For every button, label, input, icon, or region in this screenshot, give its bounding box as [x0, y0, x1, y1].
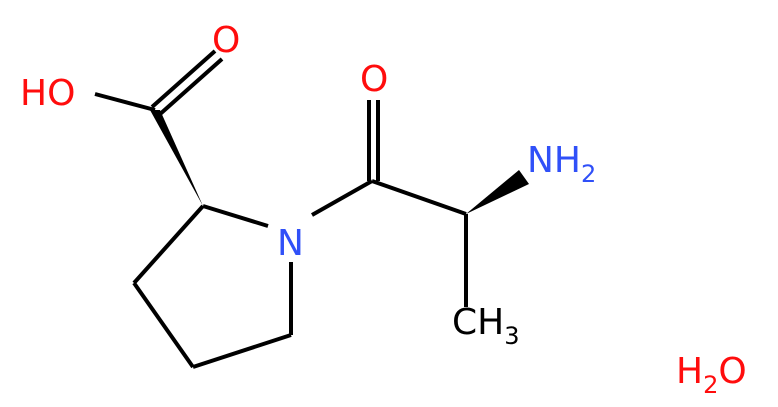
amine-label: NH2	[527, 140, 596, 188]
methyl-main: CH	[452, 302, 504, 343]
water-hydrogen: H	[676, 351, 703, 392]
bond-c3-c4	[132, 281, 195, 369]
bond-carboxyl-oxygen-b	[157, 57, 224, 117]
methyl-label: CH3	[452, 302, 520, 350]
water-subscript: 2	[703, 371, 718, 399]
bond-n-calpha	[202, 204, 269, 228]
bond-c4-c5	[192, 333, 292, 369]
carboxyl-oxygen-label: O	[212, 20, 240, 61]
methyl-subscript: 3	[504, 322, 519, 350]
amide-oxygen-label: O	[360, 59, 388, 100]
water-label: H2O	[676, 351, 747, 399]
water-oxygen: O	[718, 351, 746, 392]
amine-main: NH	[527, 140, 581, 181]
wedge-calpha2-amine	[466, 170, 529, 214]
bond-n-carbonyl	[311, 179, 373, 217]
hydroxyl-label: HO	[20, 73, 75, 114]
wedge-calpha-carboxyl	[150, 110, 203, 206]
amine-subscript: 2	[581, 160, 596, 188]
bond-carbonyl-calpha2	[371, 179, 467, 216]
ring-nitrogen-label: N	[277, 223, 304, 264]
bond-carboxyl-oxygen-a	[150, 49, 217, 109]
bond-calpha-c3	[132, 204, 205, 285]
bond-carboxyl-hydroxyl	[94, 92, 156, 112]
